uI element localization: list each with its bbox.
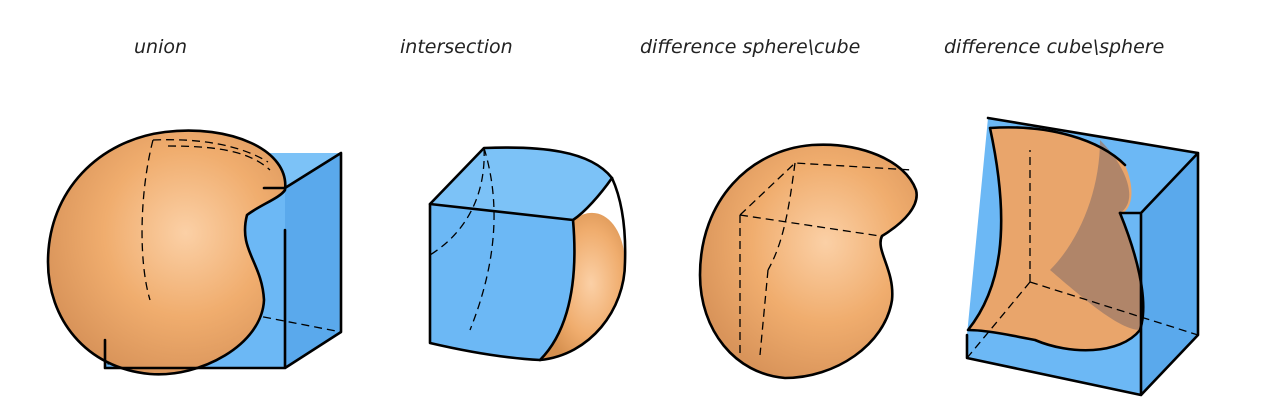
intersection-inner-edges xyxy=(428,176,614,362)
union-cube-right-face xyxy=(285,153,341,368)
label-union: union xyxy=(134,36,188,58)
difference-cube-sphere-outline xyxy=(965,116,1200,397)
intersection-front-face xyxy=(430,204,575,360)
label-difference-sphere-cube: difference sphere\cube xyxy=(640,36,861,58)
label-difference-cube-sphere: difference cube\sphere xyxy=(944,36,1165,58)
difference-cube-sphere-cavity-shadow xyxy=(1050,140,1144,330)
intersection-outline xyxy=(428,146,627,362)
union-sphere xyxy=(48,130,286,375)
union-sphere-outline xyxy=(46,129,287,376)
union-figure xyxy=(46,129,343,376)
difference-cube-sphere-cavity-outline xyxy=(966,126,1145,352)
union-hidden-curves xyxy=(141,139,271,301)
union-cube-edges xyxy=(103,151,343,370)
difference-sphere-cube-figure xyxy=(698,143,918,380)
difference-cube-sphere-right-face xyxy=(1141,153,1198,395)
difference-sphere-cube-hidden xyxy=(739,162,913,356)
difference-cube-sphere-figure xyxy=(965,116,1200,397)
difference-sphere-cube-surface xyxy=(700,144,917,378)
difference-cube-sphere-hidden xyxy=(966,150,1199,359)
difference-sphere-cube-outline xyxy=(698,143,918,380)
label-intersection: intersection xyxy=(400,36,513,58)
intersection-hidden-curves xyxy=(429,147,495,331)
intersection-figure xyxy=(428,146,627,362)
